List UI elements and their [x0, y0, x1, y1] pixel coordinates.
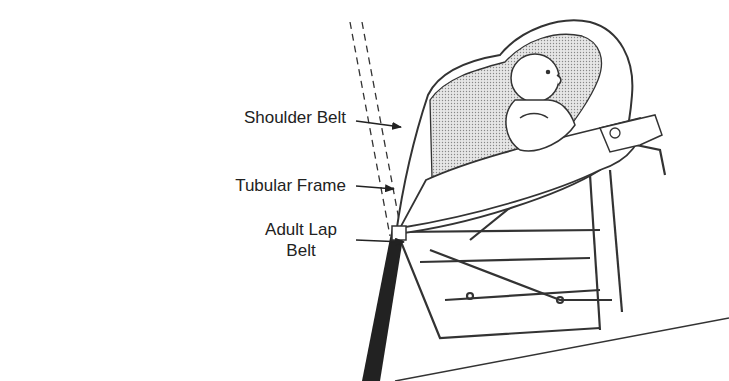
part-label: Shoulder Belt — [216, 107, 346, 128]
baby — [506, 54, 575, 151]
part-label: Adult Lap Belt — [256, 219, 346, 261]
adult-lap-belt — [362, 228, 404, 381]
belt-buckle — [392, 226, 406, 240]
leader-arrow — [356, 186, 394, 189]
shoulder-belt — [350, 22, 390, 236]
armrest — [600, 115, 662, 152]
part-label: Tubular Frame — [216, 175, 346, 196]
shoulder-belt — [362, 22, 402, 236]
leader-arrow — [356, 121, 401, 127]
leader-arrow — [356, 240, 404, 242]
vehicle-seat-line — [395, 318, 729, 381]
